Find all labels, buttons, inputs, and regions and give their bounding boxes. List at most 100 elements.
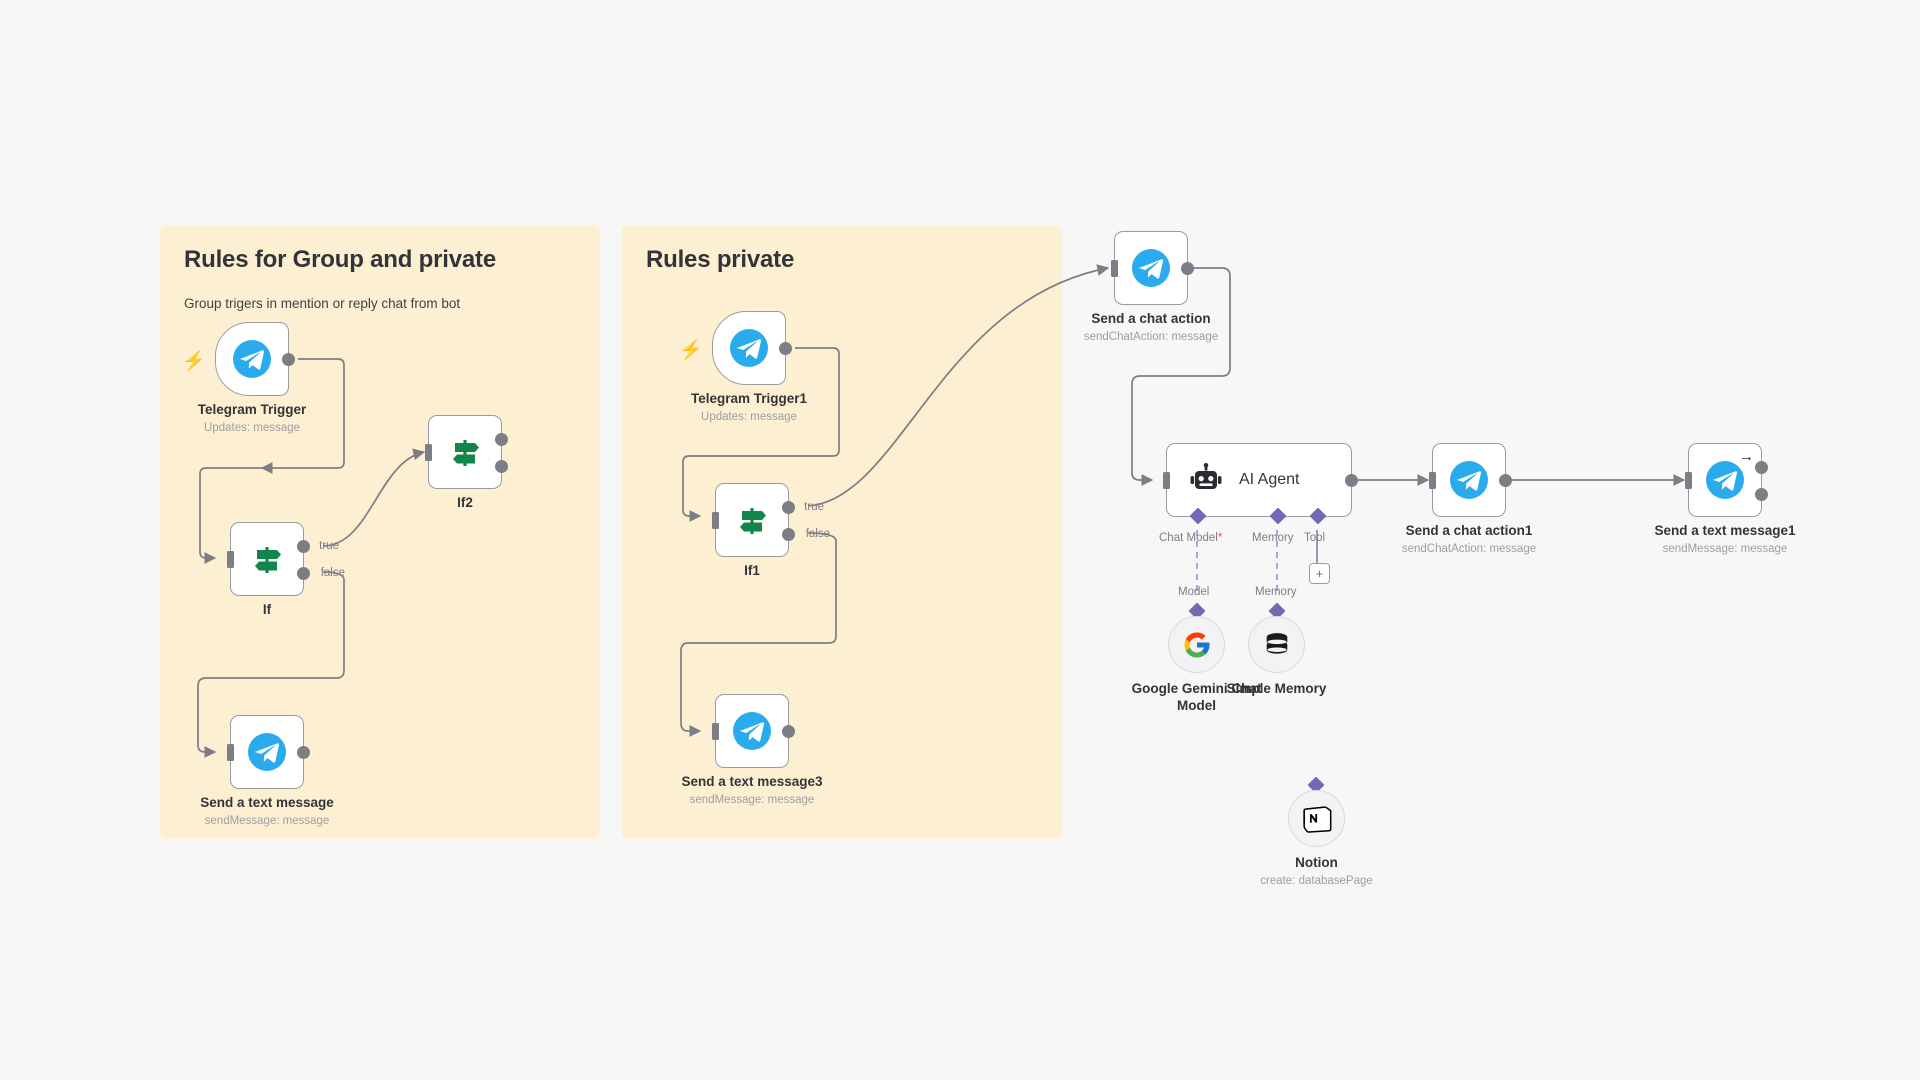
- output-connector[interactable]: [1499, 474, 1512, 487]
- node-body[interactable]: true false: [712, 483, 830, 557]
- node-label: Google Gemini Chat Model: [1127, 681, 1267, 715]
- input-connector[interactable]: [712, 723, 719, 740]
- node-send-a-text-message3[interactable]: Send a text message3 sendMessage: messag…: [681, 694, 823, 806]
- node-simple-memory[interactable]: Simple Memory: [1227, 616, 1326, 696]
- node-title: Simple Memory: [1226, 681, 1327, 696]
- sticky-note-title: Rules for Group and private: [184, 246, 496, 273]
- output-false-connector[interactable]: [782, 528, 795, 541]
- output-true-connector[interactable]: [782, 501, 795, 514]
- telegram-icon: [233, 340, 271, 378]
- node-body[interactable]: [227, 715, 310, 789]
- node-send-a-chat-action1[interactable]: Send a chat action1 sendChatAction: mess…: [1402, 443, 1536, 555]
- port-label-true: true: [319, 540, 339, 552]
- signpost-icon: [255, 547, 281, 573]
- output-false-connector[interactable]: [297, 567, 310, 580]
- robot-icon: [1190, 463, 1222, 489]
- node-send-a-chat-action[interactable]: Send a chat action sendChatAction: messa…: [1084, 231, 1218, 343]
- output-true-connector[interactable]: [495, 433, 508, 446]
- node-subtitle: sendChatAction: message: [1083, 330, 1219, 343]
- output-connector-2[interactable]: [1755, 488, 1768, 501]
- telegram-icon: [1450, 461, 1488, 499]
- add-tool-button[interactable]: +: [1309, 563, 1330, 584]
- sub-port-label-text: Chat Model: [1159, 532, 1218, 544]
- sticky-note-private[interactable]: Rules private: [622, 225, 1062, 839]
- telegram-icon: [248, 733, 286, 771]
- node-if1[interactable]: true false If1: [712, 483, 830, 578]
- node-body[interactable]: true false: [227, 522, 345, 596]
- input-connector[interactable]: [227, 744, 234, 761]
- node-if[interactable]: true false If: [227, 522, 345, 617]
- sticky-note-title: Rules private: [646, 246, 795, 273]
- sub-port-label-tool: Tool: [1304, 532, 1326, 544]
- node-label: Send a chat action1 sendChatAction: mess…: [1402, 523, 1536, 557]
- node-ai-agent[interactable]: AI Agent Chat Model* Memory Tool +: [1159, 443, 1358, 584]
- sub-port-memory[interactable]: [1269, 507, 1287, 525]
- node-title: Send a text message: [200, 795, 334, 810]
- output-false-connector[interactable]: [495, 460, 508, 473]
- node-title: If1: [744, 563, 760, 578]
- google-icon: [1184, 632, 1209, 657]
- node-subtitle: Updates: message: [701, 410, 797, 423]
- node-title: Send a text message3: [681, 774, 823, 789]
- required-asterisk: *: [1217, 532, 1223, 544]
- node-send-a-text-message1[interactable]: → Send a text message1 sendMessage: mess…: [1654, 443, 1796, 555]
- node-title: Telegram Trigger1: [690, 391, 808, 406]
- node-subtitle: Updates: message: [204, 421, 300, 434]
- sub-port-chat-model[interactable]: [1189, 507, 1207, 525]
- input-connector[interactable]: [425, 444, 432, 461]
- sub-port-tool[interactable]: [1309, 507, 1327, 525]
- input-connector[interactable]: [712, 512, 719, 529]
- output-connector[interactable]: [779, 342, 792, 355]
- node-label: If2: [457, 495, 473, 512]
- signpost-icon: [740, 508, 766, 534]
- node-label: Send a chat action sendChatAction: messa…: [1084, 311, 1218, 345]
- telegram-icon: [1132, 249, 1170, 287]
- node-if2[interactable]: If2: [425, 415, 508, 510]
- node-label: Send a text message sendMessage: message: [200, 795, 334, 829]
- output-connector[interactable]: [282, 353, 295, 366]
- node-label: Notion create: databasePage: [1260, 855, 1373, 889]
- node-subtitle: sendMessage: message: [204, 814, 330, 827]
- input-connector[interactable]: [1111, 260, 1118, 277]
- node-body[interactable]: [712, 311, 792, 385]
- node-body[interactable]: →: [1685, 443, 1768, 517]
- node-subtitle: sendChatAction: message: [1401, 542, 1537, 555]
- input-connector[interactable]: [227, 551, 234, 568]
- output-connector[interactable]: [297, 746, 310, 759]
- input-connector[interactable]: [1163, 472, 1170, 489]
- output-connector[interactable]: [1181, 262, 1194, 275]
- node-notion[interactable]: Notion create: databasePage: [1260, 790, 1373, 887]
- node-label: Telegram Trigger1 Updates: message: [691, 391, 807, 425]
- node-body[interactable]: [215, 322, 295, 396]
- output-connector[interactable]: [1345, 474, 1358, 487]
- node-title: If: [262, 602, 272, 617]
- node-body[interactable]: [1111, 231, 1194, 305]
- output-connector[interactable]: [782, 725, 795, 738]
- node-send-a-text-message[interactable]: Send a text message sendMessage: message: [200, 715, 334, 827]
- sticky-note-group-private[interactable]: Rules for Group and private Group triger…: [160, 225, 600, 839]
- node-title: Notion: [1295, 855, 1338, 870]
- output-true-connector[interactable]: [297, 540, 310, 553]
- sub-port-label-chat-model: Chat Model*: [1159, 532, 1222, 544]
- telegram-icon: [730, 329, 768, 367]
- node-body[interactable]: [425, 415, 508, 489]
- sub-node-port-label-memory: Memory: [1255, 586, 1297, 598]
- node-body[interactable]: AI Agent Chat Model* Memory Tool +: [1159, 443, 1358, 584]
- node-google-gemini-chat-model[interactable]: Google Gemini Chat Model: [1132, 616, 1261, 713]
- node-label: Telegram Trigger Updates: message: [198, 402, 307, 436]
- node-telegram-trigger1[interactable]: ⚡ Telegram Trigger1 Updates: message: [679, 311, 807, 423]
- node-label: Simple Memory: [1227, 681, 1327, 698]
- output-connector-1[interactable]: [1755, 461, 1768, 474]
- trigger-bolt-icon: ⚡: [679, 340, 703, 361]
- node-body[interactable]: [1429, 443, 1512, 517]
- node-body[interactable]: [712, 694, 795, 768]
- node-title: AI Agent: [1239, 471, 1300, 488]
- input-connector[interactable]: [1685, 472, 1692, 489]
- input-connector[interactable]: [1429, 472, 1436, 489]
- node-label: Send a text message1 sendMessage: messag…: [1654, 523, 1795, 557]
- node-title: If2: [457, 495, 473, 510]
- node-title: Google Gemini Chat Model: [1131, 681, 1262, 713]
- node-telegram-trigger[interactable]: ⚡ Telegram Trigger Updates: message: [182, 322, 306, 434]
- node-title: Send a text message1: [1654, 523, 1796, 538]
